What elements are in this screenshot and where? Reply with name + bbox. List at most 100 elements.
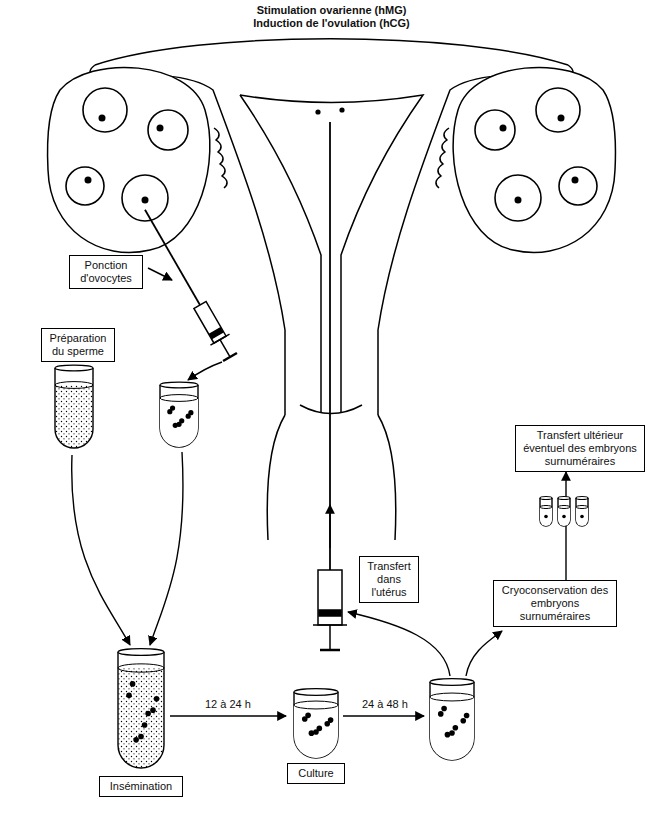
uterine-cavity [240, 95, 321, 412]
oocyte [328, 717, 334, 723]
syringe-barrel [194, 302, 226, 344]
flow-arrow [72, 455, 130, 645]
oocyte [460, 718, 466, 724]
step-label: Ponction d'ovocytes [75, 259, 137, 285]
step-label: Insémination [105, 780, 177, 793]
step-label: Préparation du sperme [47, 332, 109, 358]
oocyte [453, 725, 459, 731]
flow-arrow [348, 612, 450, 676]
needle [145, 210, 200, 305]
flow-arrow [329, 505, 330, 548]
liquid-surface [160, 395, 198, 402]
test-tube [576, 497, 588, 527]
tube-rim [558, 497, 570, 500]
oocyte [133, 737, 139, 743]
plunger-handle [223, 353, 237, 361]
oocyte [309, 730, 315, 736]
test-tube [558, 497, 570, 527]
step-box: Ponction d'ovocytes [69, 255, 143, 289]
left-ovary [48, 67, 210, 252]
piston [210, 328, 223, 338]
tube-liquid [540, 507, 552, 526]
tube-body [55, 368, 93, 448]
embryo [315, 109, 320, 114]
tube-rim [540, 497, 552, 500]
tube-rim [576, 497, 588, 500]
tube-body [540, 498, 552, 526]
liquid-surface [294, 701, 338, 709]
step-label: Transfert dans l'utérus [365, 560, 413, 599]
oocyte [130, 681, 136, 687]
tube-body [430, 682, 474, 760]
tube-rim [160, 382, 198, 388]
transfer-syringe [313, 122, 347, 650]
oocyte [544, 515, 548, 519]
test-tube [160, 382, 198, 447]
duration-label: 24 à 48 h [360, 698, 410, 711]
test-tube [294, 689, 338, 758]
tube-liquid [160, 398, 198, 447]
step-box: Cryoconservation des embryons surnumérai… [493, 580, 617, 627]
tube-body [294, 692, 338, 758]
flow-arrow [188, 362, 222, 380]
flow-arrows [72, 268, 502, 716]
oocyte [150, 707, 156, 713]
liquid-surface [55, 382, 93, 389]
oocyte [142, 722, 148, 728]
flow-arrow [343, 715, 424, 716]
flow-arrow [150, 452, 183, 645]
tube-liquid [55, 385, 93, 448]
tube-liquid [558, 507, 570, 526]
caption-label: Stimulation ovarienne (hMG) Induction de… [237, 4, 426, 30]
vagina-wall [267, 415, 285, 540]
step-label: Culture [293, 767, 339, 780]
tube-rim [118, 649, 164, 656]
oocyte [188, 410, 193, 415]
oocyte [464, 713, 470, 719]
step-label: Transfert ultérieur éventuel des embryon… [521, 429, 639, 468]
oocyte [173, 423, 178, 428]
oocyte [580, 515, 584, 519]
cervix [300, 405, 362, 414]
tube-rim [430, 679, 474, 686]
uterus-fundus [95, 39, 568, 65]
flow-arrow [466, 631, 502, 676]
step-box: Insémination [99, 776, 183, 797]
piston [319, 610, 341, 616]
tube-liquid [430, 697, 474, 760]
plunger-handle [320, 649, 340, 652]
step-box: Préparation du sperme [41, 328, 115, 362]
liquid-surface [118, 664, 164, 672]
tube-liquid [576, 507, 588, 526]
catheter [329, 122, 331, 570]
step-box: Transfert ultérieur éventuel des embryon… [515, 425, 645, 472]
oocyte [145, 711, 151, 717]
duration-label: 12 à 24 h [203, 698, 253, 711]
plunger [220, 340, 230, 357]
liquid-surface [558, 506, 570, 509]
oocyte [126, 693, 132, 699]
tube-rim [55, 365, 93, 371]
flow-arrow [148, 268, 172, 280]
tube-body [558, 498, 570, 526]
test-tubes [55, 365, 588, 768]
step-label: Cryoconservation des embryons surnumérai… [499, 584, 611, 623]
flow-arrow [170, 715, 286, 716]
liquid-surface [540, 506, 552, 509]
oocyte [170, 405, 175, 410]
oocyte [154, 696, 160, 702]
vagina-wall [378, 415, 396, 540]
tube-liquid [118, 668, 164, 768]
tube-body [576, 498, 588, 526]
fimbriae [214, 128, 227, 188]
embryo [339, 107, 344, 112]
test-tube [118, 649, 164, 768]
step-box: Transfert dans l'utérus [359, 556, 419, 603]
oocyte [441, 706, 447, 712]
plunger [329, 625, 331, 650]
oocyte [438, 711, 444, 717]
oocyte [562, 515, 566, 519]
liquid-surface [430, 693, 474, 701]
